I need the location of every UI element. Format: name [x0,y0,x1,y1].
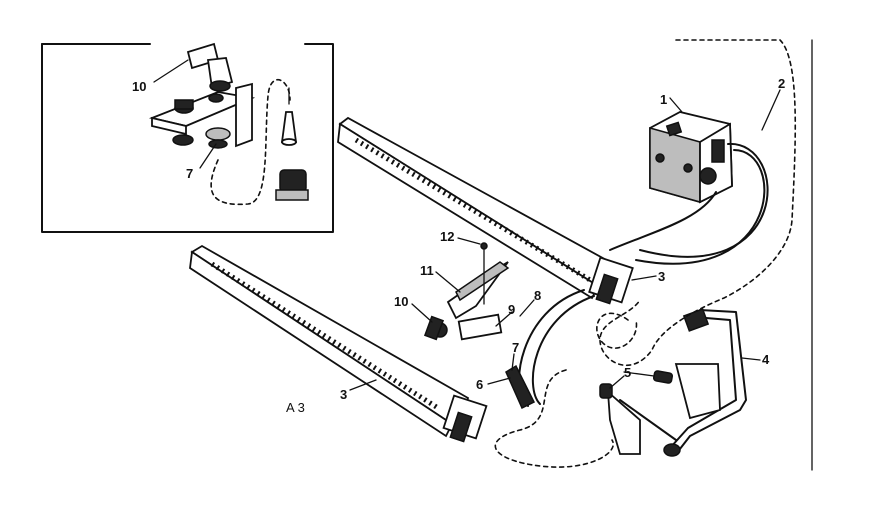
inset-frame [41,43,334,233]
inset-pilot-tubing [210,78,291,206]
lower-burner [189,244,488,443]
dashed-outline-loop [596,312,638,349]
pilot-assembly [423,313,503,341]
callout-9: 9 [508,302,515,317]
callout-8: 8 [534,288,541,303]
inset-orifice [280,111,298,146]
callout-7: 7 [512,340,519,355]
figure-label: A 3 [286,400,305,415]
inset-pilot-fitting [186,42,234,92]
burner-support-bracket [606,308,747,457]
callout-inset-7: 7 [186,166,193,181]
callout-2: 2 [778,76,785,91]
callout-11: 11 [420,263,434,278]
inset-detail [41,42,334,233]
pilot-shield [446,249,510,320]
callout-6: 6 [476,377,483,392]
manifold-tubing [609,142,769,265]
inset-leader-10 [153,59,189,83]
gas-valve [649,111,733,204]
callout-4: 4 [762,352,770,367]
inset-orifice-nut [275,169,309,201]
pilot-tubing [505,289,595,410]
inset-pilot-bracket [148,82,256,149]
callout-12: 12 [440,229,454,244]
callout-3-left: 3 [340,387,347,402]
screw [480,242,488,250]
callout-3-right: 3 [658,269,665,284]
dashed-outline-right [599,39,797,366]
callout-10: 10 [394,294,408,309]
bolts [599,370,674,399]
leader-lines [349,89,781,391]
upper-burner [337,116,634,305]
dashed-outline-lower [494,369,615,468]
callout-inset-10: 10 [132,79,146,94]
callout-1: 1 [660,92,667,107]
callout-5: 5 [624,365,631,380]
inset-leader-7 [199,143,217,169]
